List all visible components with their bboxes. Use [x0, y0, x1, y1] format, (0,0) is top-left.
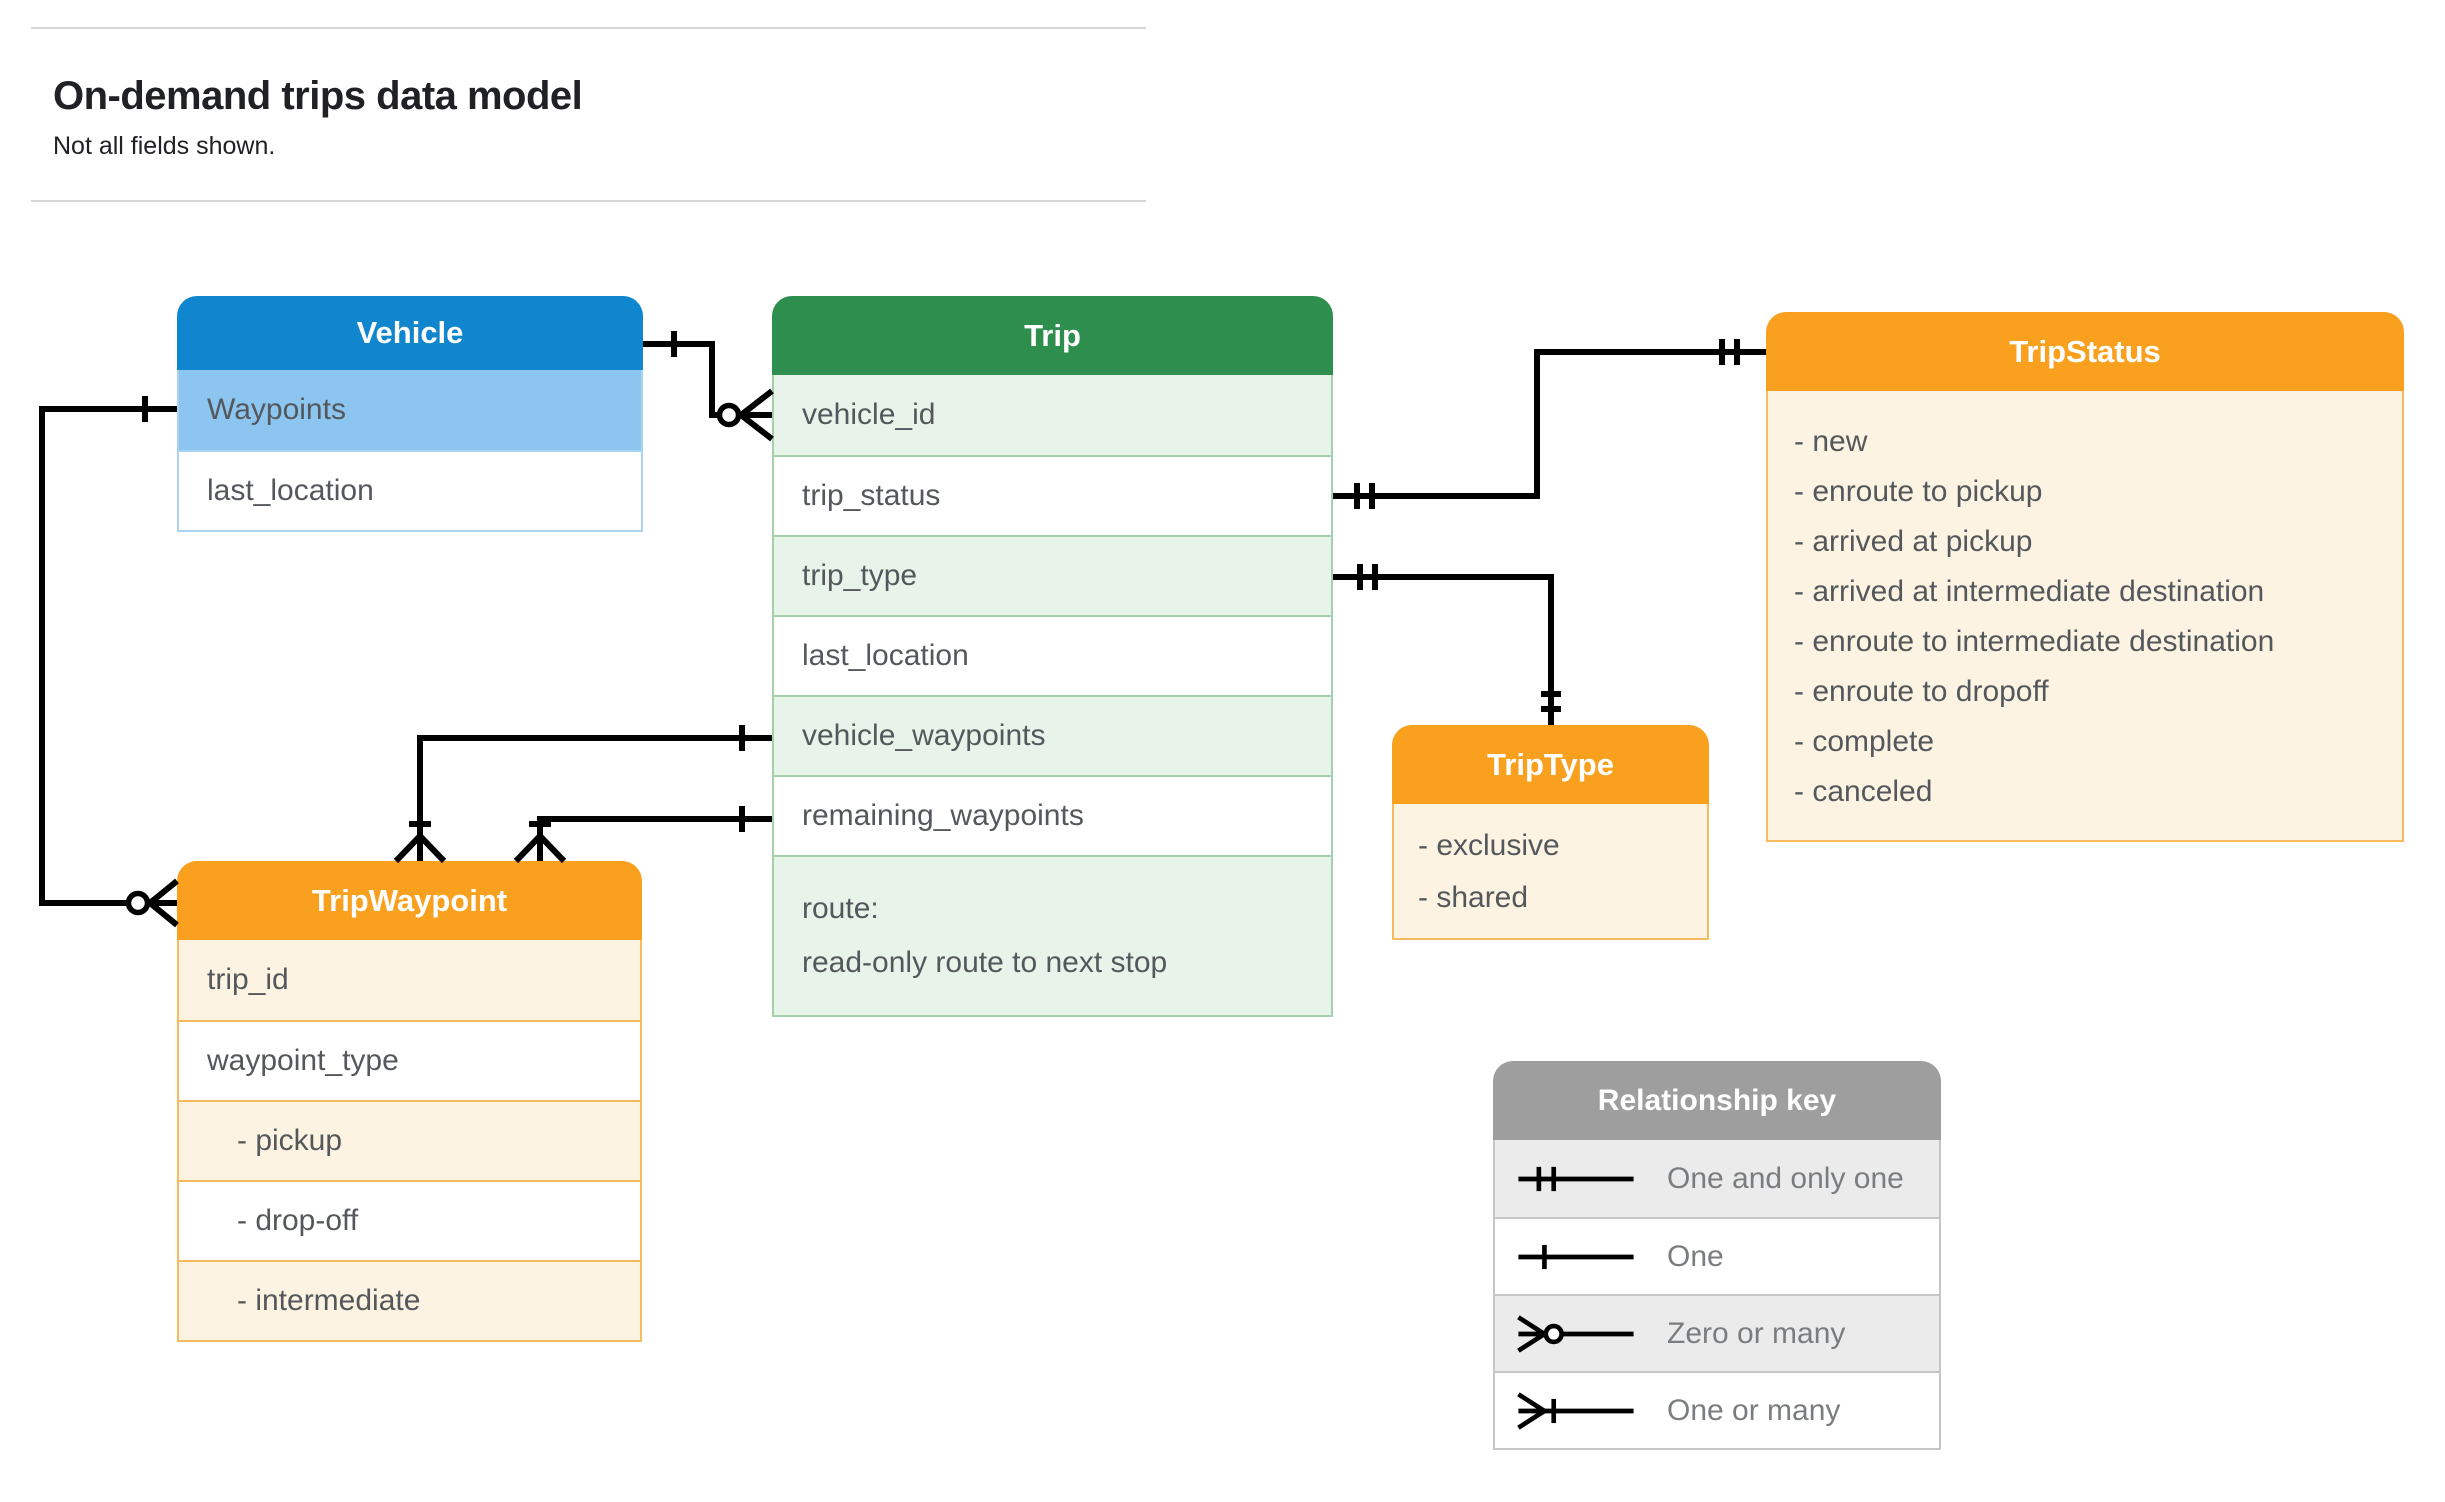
status-value: - new: [1794, 425, 1868, 458]
connector-vehicle-waypoints-field-to-tripwaypoint: [393, 725, 772, 864]
one-symbol: [1518, 1244, 1634, 1269]
connector-trip-type-to-triptype: [1333, 564, 1561, 725]
crow-foot: [148, 878, 179, 928]
title-rule-bottom: [31, 200, 1146, 202]
connector-remaining-waypoints-to-tripwaypoint: [513, 806, 772, 864]
legend-row: Zero or many: [1495, 1294, 1939, 1371]
legend-label: Zero or many: [1667, 1316, 1846, 1350]
field-row-route: route: read-only route to next stop: [774, 855, 1331, 1015]
zero-circle: [125, 890, 151, 916]
crow-foot: [513, 833, 567, 864]
field-row-waypoint-type: waypoint_type: [179, 1020, 640, 1100]
field-row-vehicle-waypoints: vehicle_waypoints: [774, 695, 1331, 775]
zero-circle: [716, 402, 742, 428]
status-value: - complete: [1794, 725, 1935, 758]
status-value: - canceled: [1794, 775, 1933, 808]
entity-vehicle-body: Waypoints last_location: [177, 370, 643, 532]
title-rule-top: [31, 27, 1146, 29]
status-value: - enroute to dropoff: [1794, 675, 2049, 708]
one-and-only-one-symbol: [1518, 1166, 1634, 1191]
legend-label: One: [1667, 1239, 1724, 1273]
type-value: - exclusive: [1418, 829, 1560, 862]
entity-trip-title: Trip: [772, 296, 1333, 375]
field-row-waypoints: Waypoints: [179, 370, 641, 450]
route-label: route:: [802, 892, 879, 925]
field-row-drop-off: - drop-off: [179, 1180, 640, 1260]
entity-trip: Trip vehicle_id trip_status trip_type la…: [772, 296, 1333, 1017]
status-value: - arrived at pickup: [1794, 525, 2033, 558]
field-row-last-location: last_location: [774, 615, 1331, 695]
legend-label: One and only one: [1667, 1161, 1904, 1195]
field-row-vehicle-id: vehicle_id: [774, 375, 1331, 455]
entity-triptype-title: TripType: [1392, 725, 1709, 804]
type-value: - shared: [1418, 881, 1529, 914]
double-tick: [1719, 339, 1740, 365]
entity-tripstatus: TripStatus - new - enroute to pickup - a…: [1766, 312, 2404, 842]
field-row-intermediate: - intermediate: [179, 1260, 640, 1340]
entity-vehicle: Vehicle Waypoints last_location: [177, 296, 643, 532]
legend-label: One or many: [1667, 1393, 1841, 1427]
field-row-trip-id: trip_id: [179, 940, 640, 1020]
entity-vehicle-title: Vehicle: [177, 296, 643, 370]
connector-trip-status-to-tripstatus: [1333, 339, 1766, 509]
field-row-trip-status: trip_status: [774, 455, 1331, 535]
status-value: - enroute to intermediate destination: [1794, 625, 2275, 658]
entity-trip-body: vehicle_id trip_status trip_type last_lo…: [772, 375, 1333, 1017]
double-tick: [1357, 564, 1378, 590]
relationship-key-title: Relationship key: [1493, 1061, 1941, 1140]
zero-or-many-symbol: [1517, 1314, 1634, 1353]
field-row-remaining-waypoints: remaining_waypoints: [774, 775, 1331, 855]
field-row-trip-type: trip_type: [774, 535, 1331, 615]
route-description: read-only route to next stop: [802, 946, 1168, 979]
one-or-many-symbol: [1517, 1391, 1634, 1430]
legend-row: One: [1495, 1217, 1939, 1294]
field-row-last-location: last_location: [179, 450, 641, 530]
page-title: On-demand trips data model: [53, 74, 583, 118]
legend-row: One and only one: [1495, 1140, 1939, 1217]
entity-tripstatus-title: TripStatus: [1766, 312, 2404, 391]
entity-triptype-body: - exclusive - shared: [1392, 804, 1709, 940]
field-row-pickup: - pickup: [179, 1100, 640, 1180]
entity-tripwaypoint-title: TripWaypoint: [177, 861, 642, 940]
entity-tripstatus-body: - new - enroute to pickup - arrived at p…: [1766, 391, 2404, 842]
status-value: - enroute to pickup: [1794, 475, 2043, 508]
crow-foot: [393, 833, 447, 864]
entity-tripwaypoint-body: trip_id waypoint_type - pickup - drop-of…: [177, 940, 642, 1342]
double-tick: [1354, 483, 1375, 509]
relationship-key: Relationship key One and only one One: [1493, 1061, 1941, 1450]
relationship-key-body: One and only one One Zero or many: [1493, 1140, 1941, 1450]
double-tick: [1541, 691, 1561, 712]
connector-vehicle-waypoints-to-tripwaypoint: [39, 396, 179, 928]
crow-foot: [739, 388, 774, 442]
status-value: - arrived at intermediate destination: [1794, 575, 2265, 608]
entity-triptype: TripType - exclusive - shared: [1392, 725, 1709, 940]
connector-vehicle-to-trip: [643, 331, 774, 442]
entity-tripwaypoint: TripWaypoint trip_id waypoint_type - pic…: [177, 861, 642, 1342]
legend-row: One or many: [1495, 1371, 1939, 1448]
page-subtitle: Not all fields shown.: [53, 132, 276, 160]
